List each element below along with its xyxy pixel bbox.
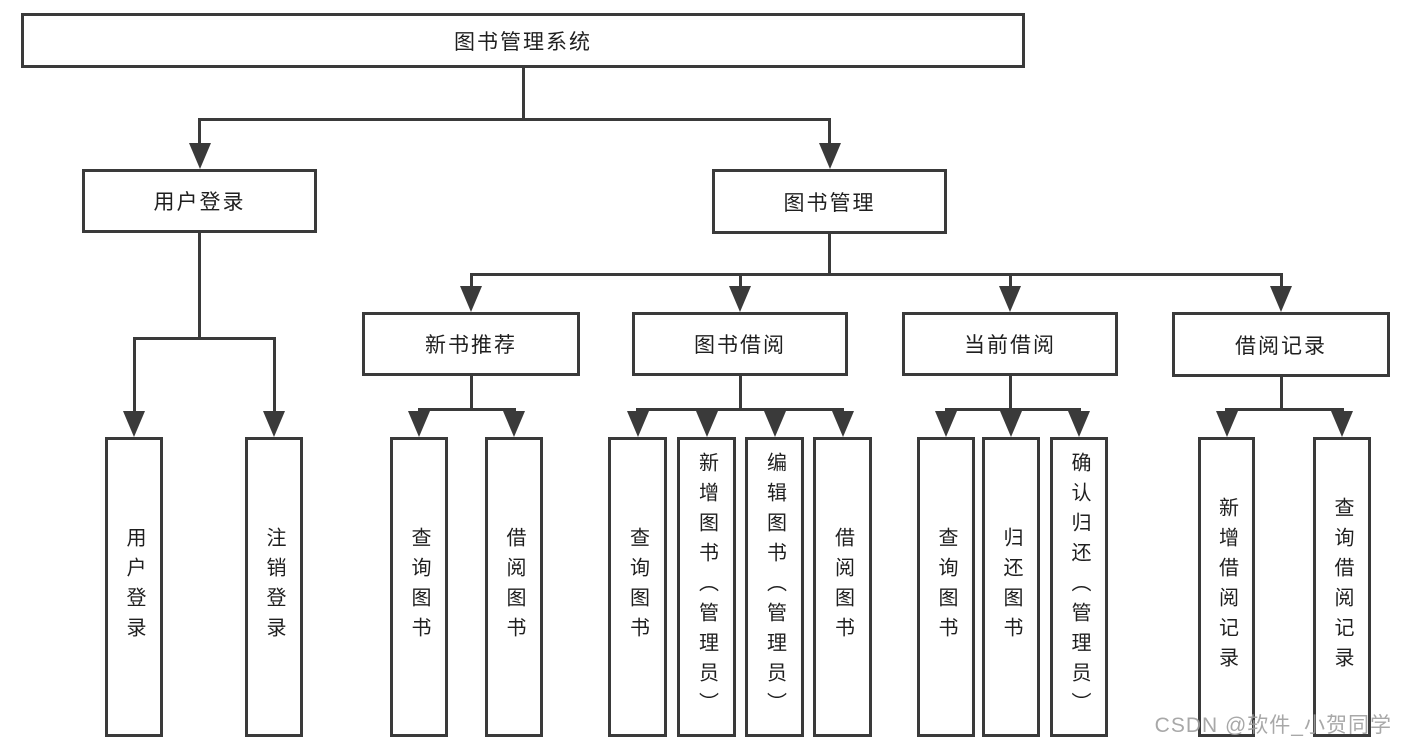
arrowhead-down-icon [818, 143, 841, 169]
arrowhead-down-icon [263, 411, 285, 437]
node-leaf-query-books-2: 查询图书 [608, 437, 667, 737]
node-leaf-edit-books: 编辑图书（管理员） [745, 437, 804, 737]
arrowhead-down-icon [729, 286, 751, 312]
arrowhead-down-icon [1000, 411, 1022, 437]
node-leaf-return-books: 归还图书 [982, 437, 1040, 737]
connector-line [1225, 408, 1344, 411]
arrowhead-down-icon [123, 411, 145, 437]
arrowhead-down-icon [763, 411, 786, 437]
connector-line [198, 118, 831, 121]
node-new-book-recommend: 新书推荐 [362, 312, 580, 376]
node-leaf-add-books: 新增图书（管理员） [677, 437, 736, 737]
node-book-borrowing: 图书借阅 [632, 312, 848, 376]
connector-line [1008, 273, 1012, 292]
connector-line [738, 273, 742, 292]
node-root: 图书管理系统 [21, 13, 1025, 68]
node-leaf-query-books-3: 查询图书 [917, 437, 975, 737]
connector-line [1279, 273, 1283, 292]
connector-line [132, 337, 276, 340]
connector-line [521, 68, 525, 121]
arrowhead-down-icon [408, 411, 430, 437]
node-leaf-user-login: 用户登录 [105, 437, 163, 737]
connector-line [1008, 376, 1012, 411]
arrowhead-down-icon [831, 411, 854, 437]
watermark: CSDN @软件_小贺同学 [1154, 714, 1392, 737]
node-borrowing-records: 借阅记录 [1172, 312, 1390, 377]
node-leaf-borrow-books-2: 借阅图书 [813, 437, 872, 737]
arrowhead-down-icon [1270, 286, 1292, 312]
arrowhead-down-icon [626, 411, 649, 437]
connector-line [469, 376, 473, 411]
connector-line [636, 408, 844, 411]
node-book-management: 图书管理 [712, 169, 947, 234]
arrowhead-down-icon [999, 286, 1021, 312]
arrowhead-down-icon [503, 411, 525, 437]
arrowhead-down-icon [188, 143, 211, 169]
arrowhead-down-icon [1068, 411, 1090, 437]
connector-line [198, 118, 201, 149]
node-user-login: 用户登录 [82, 169, 317, 233]
node-leaf-confirm-return: 确认归还（管理员） [1050, 437, 1108, 737]
connector-line [198, 233, 201, 340]
connector-line [417, 408, 516, 411]
connector-line [469, 273, 473, 292]
connector-line [272, 337, 276, 417]
connector-line [469, 273, 1283, 276]
arrowhead-down-icon [695, 411, 718, 437]
arrowhead-down-icon [935, 411, 957, 437]
arrowhead-down-icon [1331, 411, 1353, 437]
node-leaf-logout: 注销登录 [245, 437, 303, 737]
node-leaf-borrow-books-1: 借阅图书 [485, 437, 543, 737]
connector-line [132, 337, 136, 417]
node-leaf-query-books-1: 查询图书 [390, 437, 448, 737]
connector-line [738, 376, 742, 411]
arrowhead-down-icon [460, 286, 482, 312]
connector-line [944, 408, 1081, 411]
node-leaf-query-borrow-record: 查询借阅记录 [1313, 437, 1371, 737]
connector-line [828, 234, 831, 276]
node-current-borrowing: 当前借阅 [902, 312, 1118, 376]
connector-line [828, 118, 831, 149]
node-leaf-add-borrow-record: 新增借阅记录 [1198, 437, 1255, 737]
connector-line [1279, 377, 1283, 411]
arrowhead-down-icon [1215, 411, 1238, 437]
